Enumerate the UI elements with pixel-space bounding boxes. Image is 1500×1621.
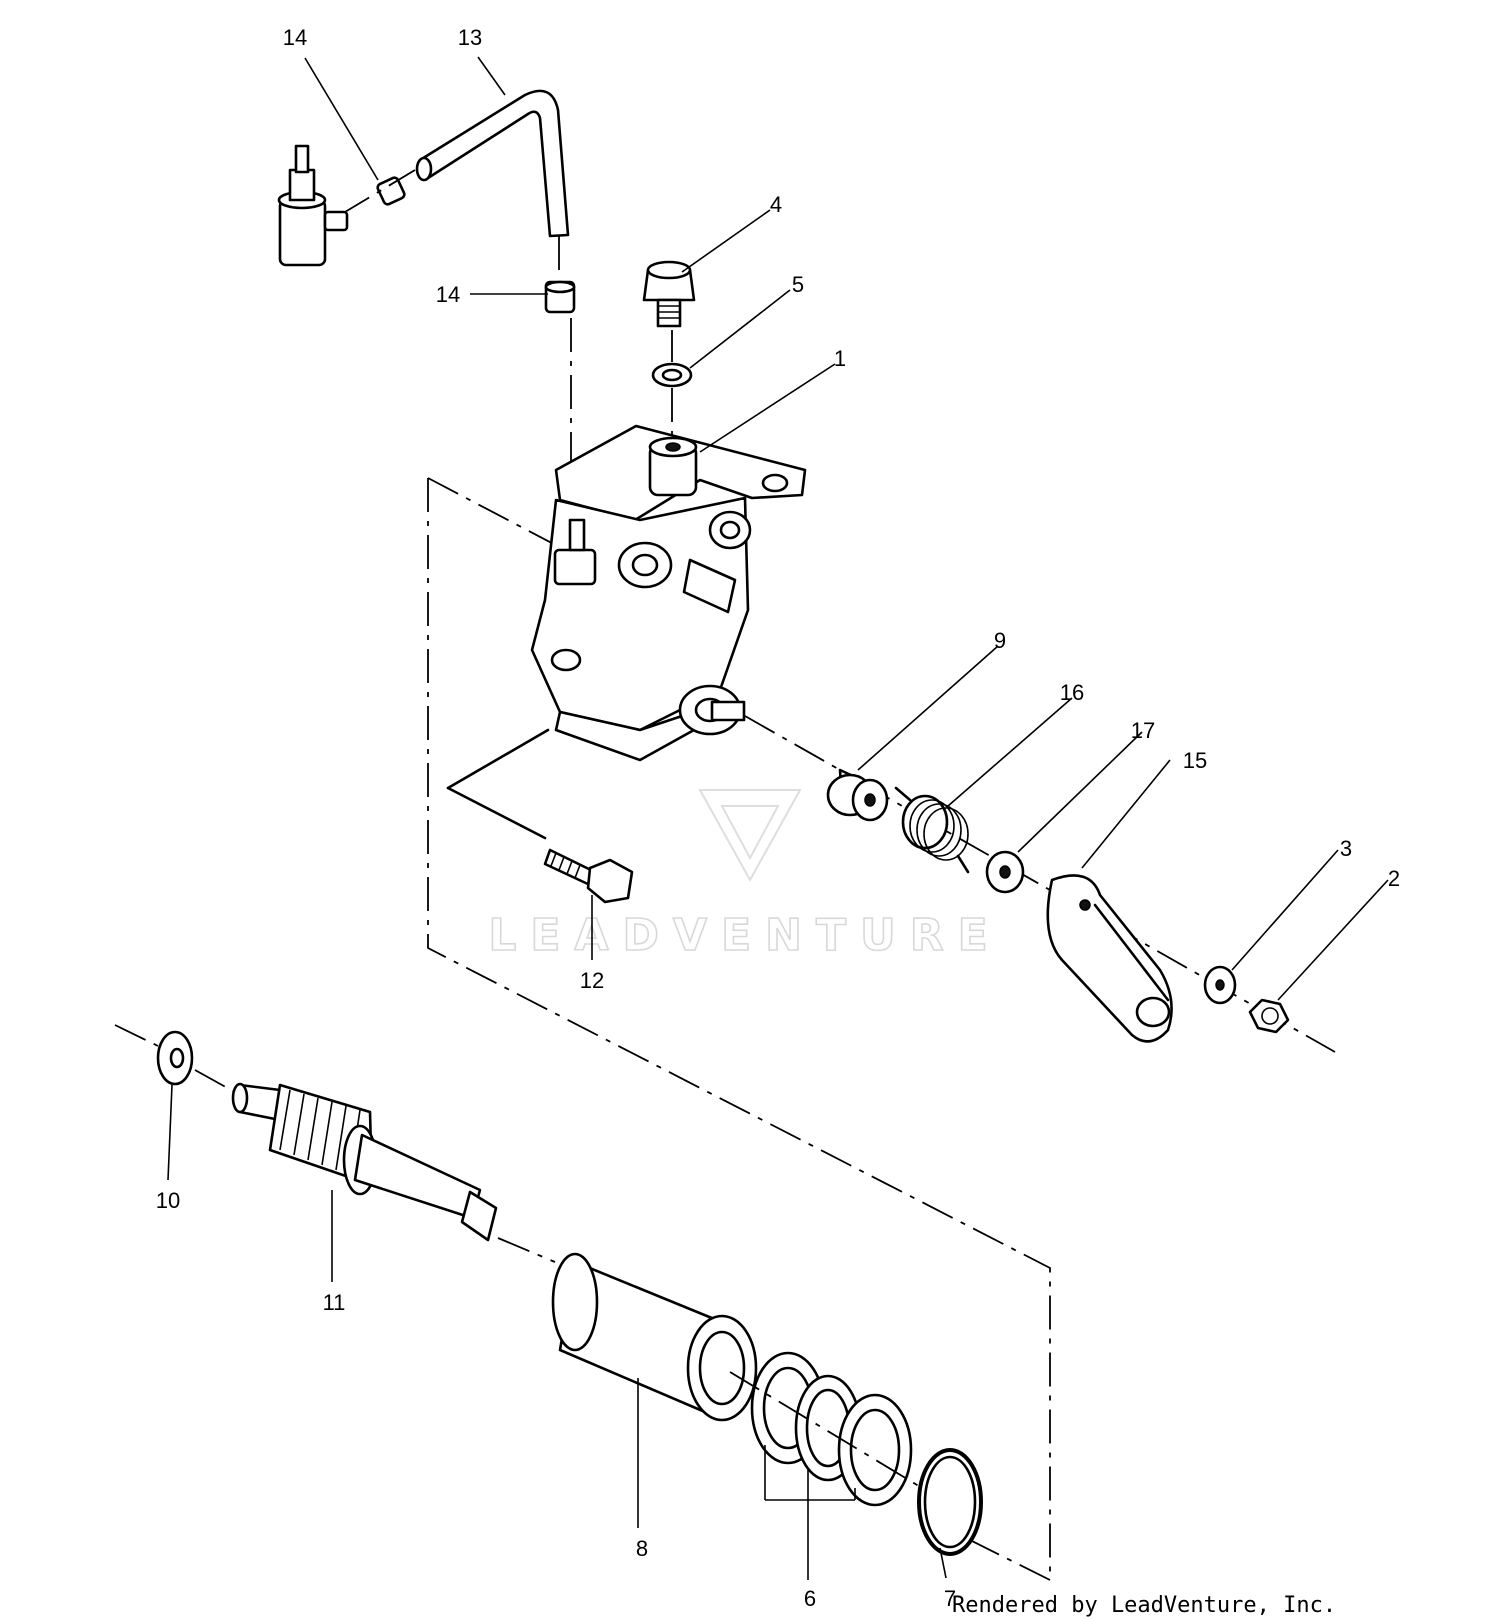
part-11-gear-shaft	[231, 1082, 556, 1263]
callout-1: 1	[834, 346, 846, 371]
callout-3: 3	[1340, 836, 1352, 861]
callout-9: 9	[994, 628, 1006, 653]
part-5-washer	[651, 330, 693, 445]
render-credit: Rendered by LeadVenture, Inc.	[952, 1593, 1336, 1618]
part-15-lever	[1046, 874, 1173, 1043]
part-14-clamp-lower	[544, 280, 576, 480]
callout-7: 7	[944, 1586, 956, 1611]
part-9-collar	[826, 768, 889, 822]
part-8-sleeve	[551, 1252, 758, 1422]
leader-lines	[167, 56, 1389, 1580]
callout-13: 13	[458, 25, 482, 50]
pump-shaft-axis	[744, 715, 1336, 1053]
callout-6: 6	[804, 1586, 816, 1611]
part-3-washer	[1203, 965, 1237, 1005]
callout-8: 8	[636, 1536, 648, 1561]
callout-labels: 14 13 14 4 5 1 9 16 17 15 3 2 12 10 11 8…	[156, 25, 1400, 1611]
callout-17: 17	[1131, 718, 1155, 743]
callout-16: 16	[1060, 680, 1084, 705]
callout-15: 15	[1183, 748, 1207, 773]
assembly-bracket	[427, 477, 1051, 1581]
part-6-shims	[729, 1351, 976, 1521]
inlet-fitting	[277, 144, 349, 267]
part-2-nut	[1248, 998, 1290, 1034]
watermark-logo-icon	[698, 789, 802, 883]
watermark-text: LEADVENTURE	[488, 910, 1001, 961]
part-14-clamp-upper	[339, 169, 416, 216]
part-1-oil-pump	[530, 424, 807, 762]
callout-4: 4	[770, 192, 782, 217]
part-16-spring	[894, 786, 970, 874]
callout-14-lower: 14	[436, 282, 460, 307]
leadventure-watermark: LEADVENTURE	[488, 789, 1001, 962]
callout-2: 2	[1388, 866, 1400, 891]
part-10-washer	[114, 1024, 241, 1096]
part-4-bleed-bolt	[642, 260, 696, 328]
callout-11: 11	[323, 1290, 346, 1315]
callout-5: 5	[792, 272, 804, 297]
callout-12: 12	[580, 968, 604, 993]
part-7-oring	[917, 1448, 983, 1556]
part-12-bolt	[543, 848, 634, 904]
part-13-hose	[415, 89, 570, 275]
part-17-washer	[985, 850, 1025, 894]
callout-10: 10	[156, 1188, 180, 1213]
callout-14-upper: 14	[283, 25, 307, 50]
